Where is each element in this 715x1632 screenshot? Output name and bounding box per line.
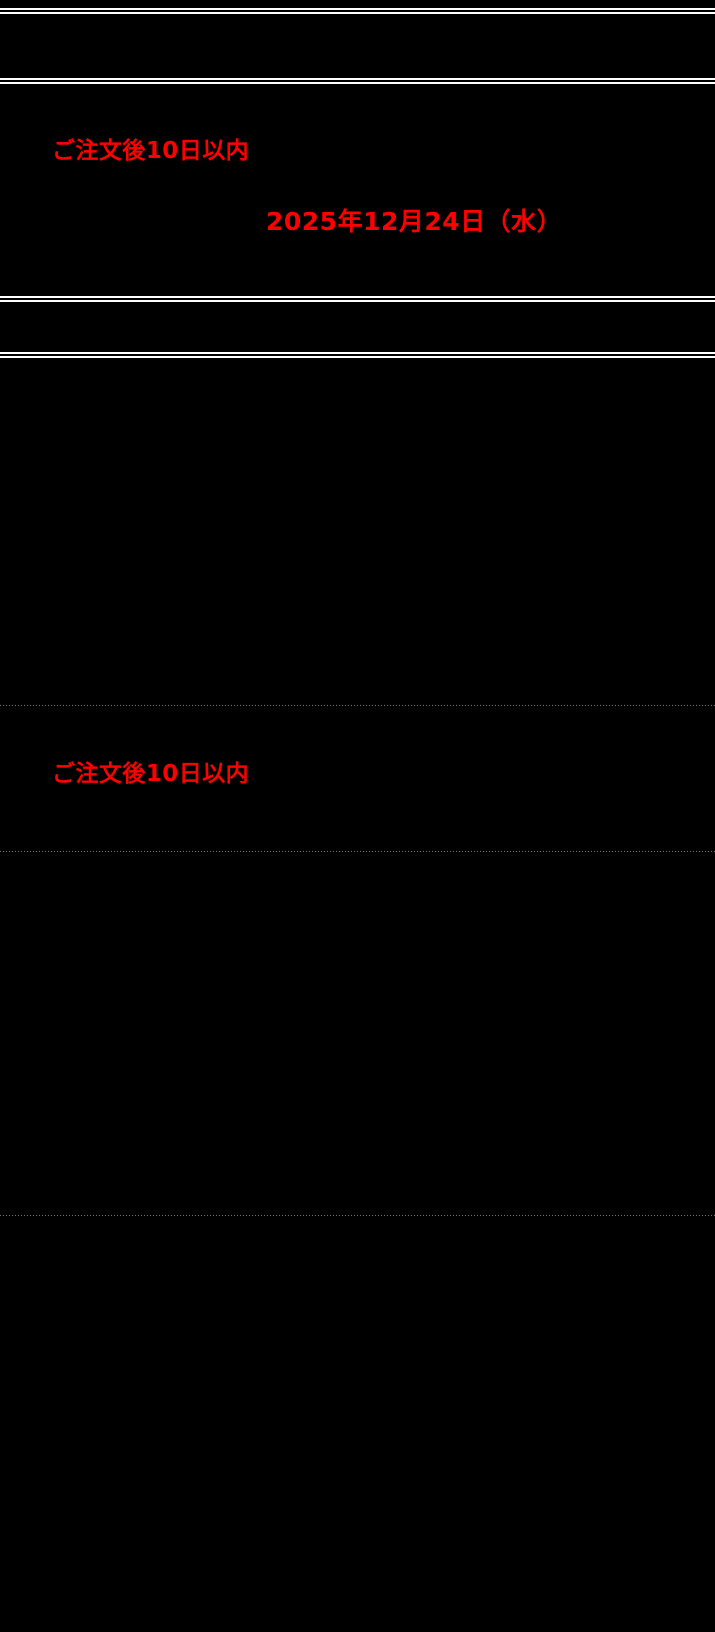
divider-mid-primary [0, 296, 715, 302]
divider-mid-secondary [0, 352, 715, 358]
divider-top-secondary [0, 78, 715, 84]
shipping-lead-time-value: ご注文後10日以内 [52, 138, 250, 164]
row-divider-2 [0, 851, 715, 852]
row-divider-1 [0, 705, 715, 706]
shipping-delivery-date-value: 2025年12月24日（水） [266, 207, 563, 236]
row-divider-3 [0, 1215, 715, 1216]
divider-top-primary [0, 8, 715, 14]
detail-lead-time-value: ご注文後10日以内 [52, 761, 250, 787]
